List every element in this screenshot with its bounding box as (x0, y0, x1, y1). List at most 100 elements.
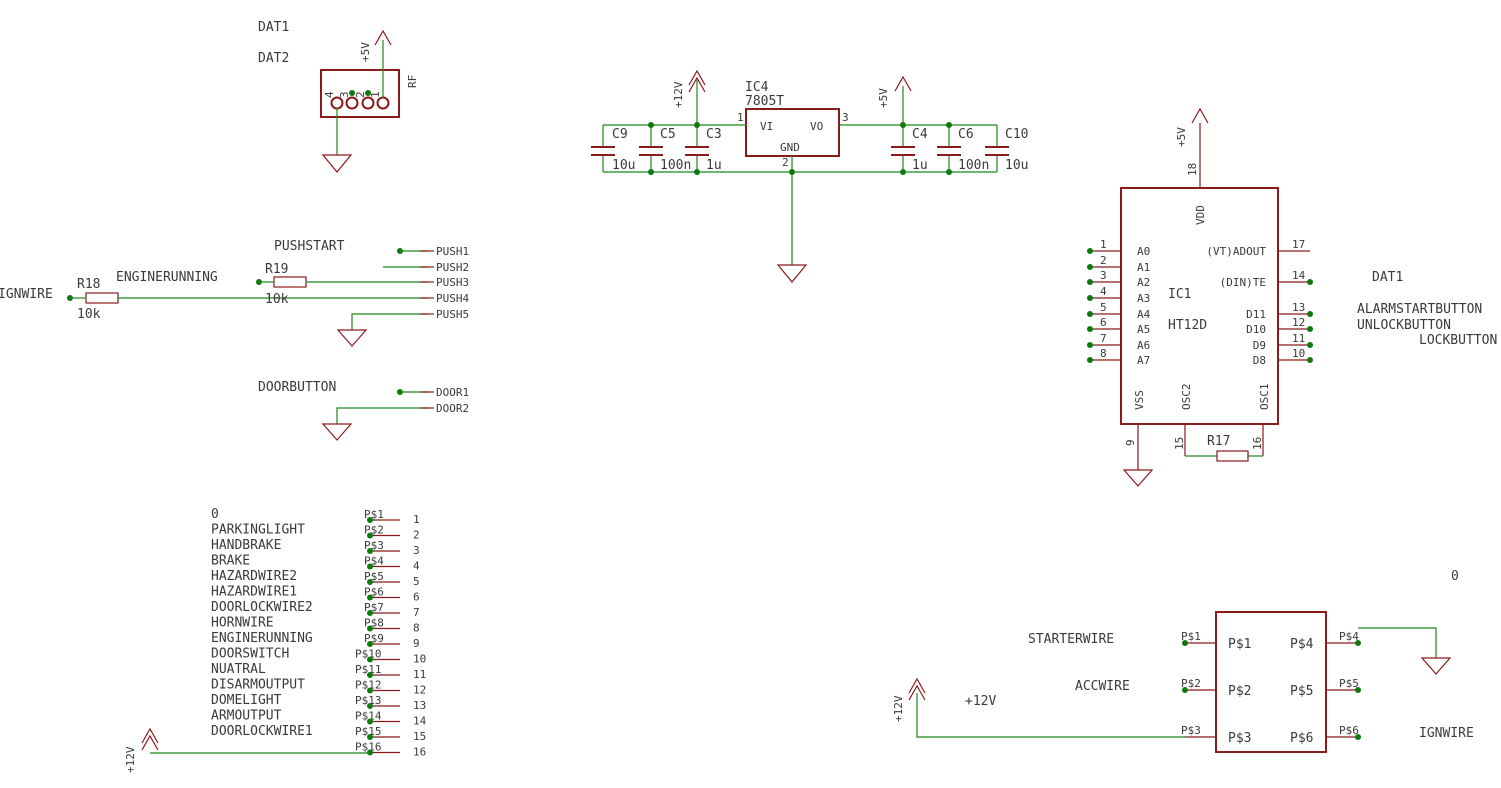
decoder-pin-name: D11 (1246, 308, 1266, 321)
junction-dot (648, 169, 654, 175)
pin-num-vdd: 18 (1186, 163, 1199, 176)
connector-net-label: HANDBRAKE (211, 538, 281, 553)
connector-pin-num: 12 (413, 684, 426, 697)
connector-net-label: DOMELIGHT (211, 693, 282, 708)
regulator-vo-label: VO (810, 120, 823, 133)
cap-name: C9 (612, 127, 628, 142)
junction-dot (1087, 326, 1093, 332)
connector-pin-num: 16 (413, 746, 426, 759)
decoder-pin-num: 2 (1100, 254, 1107, 267)
power-label-conn: +12V (124, 746, 137, 773)
connector-pad-label: P$16 (355, 741, 382, 754)
relay-pin-1: P$1 (1181, 630, 1201, 643)
junction-dot (900, 122, 906, 128)
decoder-pin-num: 17 (1292, 238, 1305, 251)
junction-dot (367, 594, 373, 601)
relay-pad-label-2: P$2 (1228, 684, 1251, 699)
connector-pin-num: 9 (413, 637, 420, 650)
decoder-name: IC1 (1168, 287, 1191, 302)
connector-pin-num: 5 (413, 575, 420, 588)
decoder-pin-name: A5 (1137, 323, 1150, 336)
connector-pin-num: 6 (413, 591, 420, 604)
resistor-r19-value: 10k (265, 292, 289, 307)
connector-net-label: ENGINERUNNING (211, 631, 313, 646)
pin-name-osc2: OSC2 (1180, 384, 1193, 411)
power-arrow-5v-rf (374, 29, 392, 46)
net-label-doorbutton: DOORBUTTON (258, 380, 336, 395)
net-label-ignwire-left: IGNWIRE (0, 287, 53, 302)
wire-relay-gnd (1358, 627, 1437, 658)
resistor-r19-name: R19 (265, 262, 288, 277)
connector-pad-label: P$1 (364, 508, 384, 521)
junction-dot (694, 169, 700, 175)
junction-dot (1087, 248, 1093, 254)
cap-name: C10 (1005, 127, 1028, 142)
rf-pin-4 (330, 96, 344, 110)
ground-symbol (776, 264, 808, 283)
regulator-pin-in: 1 (737, 111, 744, 124)
junction-dot (1087, 279, 1093, 285)
relay-pin-4: P$4 (1339, 630, 1359, 643)
rf-module: DAT1 DAT2 RF 4 3 2 1 +5V (258, 20, 419, 173)
decoder-pin-num: 8 (1100, 347, 1107, 360)
relay-pin-6: P$6 (1339, 724, 1359, 737)
junction-dot (365, 90, 371, 96)
rf-pin-2 (361, 96, 375, 110)
connector-net-label: DOORLOCKWIRE2 (211, 600, 313, 615)
capacitor-c3: C3 1u (685, 125, 722, 173)
junction-dot (789, 169, 795, 175)
connector-pad-label: P$2 (364, 524, 384, 537)
pin-name-osc1: OSC1 (1258, 384, 1271, 411)
decoder-pin-num: 3 (1100, 269, 1107, 282)
power-label-vin: +12V (672, 81, 685, 108)
capacitor-c4: C4 1u (891, 125, 928, 173)
decoder-pin-name: D9 (1253, 339, 1266, 352)
decoder-ic1: +5V 18 VDD IC1 HT12D VSS OSC2 OSC1 9 15 … (1087, 107, 1497, 487)
junction-dot (1307, 357, 1313, 363)
decoder-pin-name: A6 (1137, 339, 1150, 352)
connector-pin-num: 4 (413, 560, 420, 573)
connector-net-label: BRAKE (211, 554, 250, 569)
relay-pad-label-5: P$5 (1290, 684, 1313, 699)
connector-pad-label: P$12 (355, 679, 382, 692)
net-label-starterwire: STARTERWIRE (1028, 632, 1114, 647)
regulator-value: 7805T (745, 94, 784, 109)
junction-dot (1087, 264, 1093, 270)
capacitor-c9: C9 10u (591, 125, 635, 173)
pin-label-door1: DOOR1 (436, 386, 469, 399)
junction-dot (1087, 311, 1093, 317)
junction-dot (1307, 311, 1313, 317)
connector-pad-label: P$10 (355, 648, 382, 661)
junction-dot (1182, 687, 1188, 693)
decoder-pin-num: 14 (1292, 269, 1306, 282)
resistor-r17-name: R17 (1207, 434, 1230, 449)
relay-pin-5: P$5 (1339, 677, 1359, 690)
connector-net-label: HAZARDWIRE2 (211, 569, 297, 584)
power-label-relay: +12V (892, 695, 905, 722)
connector-pin-num: 7 (413, 606, 420, 619)
relay-pin-2: P$2 (1181, 677, 1201, 690)
connector-pad-label: P$7 (364, 601, 384, 614)
decoder-pin-num: 5 (1100, 301, 1107, 314)
pin-label-push2: PUSH2 (436, 261, 469, 274)
decoder-pin-num: 4 (1100, 285, 1107, 298)
relay-block: P$1 P$2 P$3 P$4 P$5 P$6 P$1 P$2 P$3 P$4 … (892, 569, 1474, 753)
cap-name: C3 (706, 127, 722, 142)
decoder-pin-name: (VT)ADOUT (1206, 245, 1266, 258)
decoder-pin-name: D10 (1246, 323, 1266, 336)
junction-dot (1087, 357, 1093, 363)
connector-pad-label: P$11 (355, 663, 382, 676)
junction-dot (946, 169, 952, 175)
junction-dot (367, 641, 373, 647)
connector-net-label: DOORLOCKWIRE1 (211, 724, 313, 739)
decoder-pin-name: A3 (1137, 292, 1150, 305)
cap-value: 1u (912, 158, 928, 173)
junction-dot (367, 532, 373, 539)
junction-dot (367, 672, 373, 678)
connector-pin-num: 1 (413, 513, 420, 526)
junction-dot (1087, 342, 1093, 348)
rf-pin-label-3: 3 (338, 91, 351, 98)
connector-pin-num: 8 (413, 622, 420, 635)
junction-dot (648, 122, 654, 128)
